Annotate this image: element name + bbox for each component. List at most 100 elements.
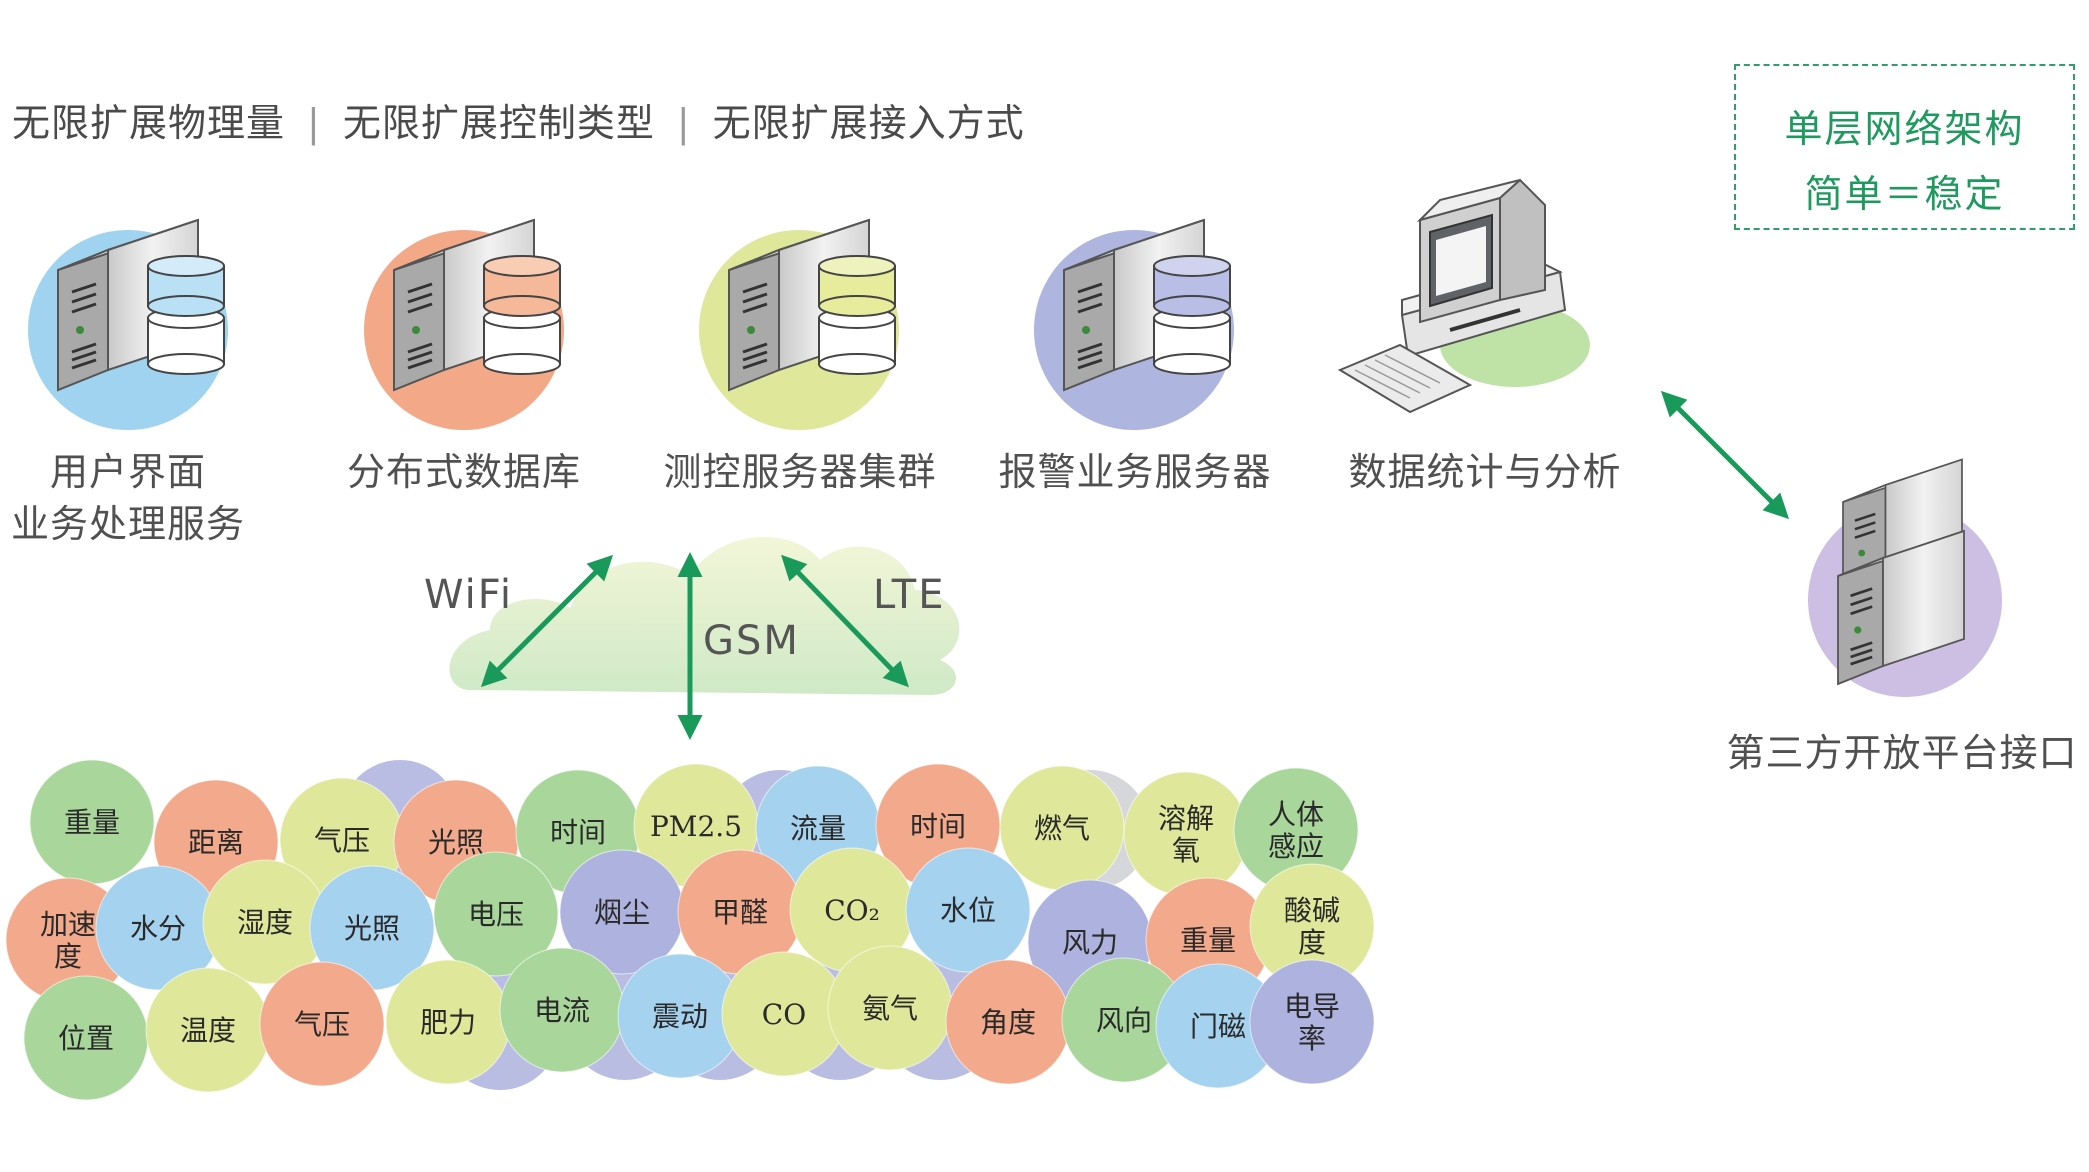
server-label-line-1: 测控服务器集群	[663, 450, 937, 494]
sensor-label: 度	[54, 940, 82, 973]
sensor-label: CO₂	[824, 894, 880, 927]
sensor-label: 溶解	[1158, 802, 1214, 835]
sensor-label: PM2.5	[650, 810, 742, 843]
sensor-label: 风向	[1096, 1004, 1152, 1037]
sensor-bubble: 肥力	[385, 959, 511, 1085]
sensor-label: 门磁	[1190, 1010, 1246, 1043]
sensor-bubble: 电流	[499, 947, 625, 1073]
sensor-bubble: 震动	[617, 953, 743, 1079]
tagline-separator: |	[307, 101, 321, 145]
computer-icon	[1337, 178, 1567, 414]
sensor-label: 气压	[314, 824, 370, 857]
sensor-bubble-circle	[1249, 959, 1375, 1085]
sensor-label: 光照	[344, 912, 400, 945]
sensor-label: 水位	[940, 894, 996, 927]
wifi-arrow	[480, 554, 614, 688]
sensor-bubble: 电压	[433, 851, 559, 977]
server-label-line-1: 分布式数据库	[346, 450, 581, 494]
server-node-alarm	[1034, 218, 1234, 430]
sensor-label: 流量	[790, 812, 846, 845]
sensor-label: 重量	[1180, 924, 1236, 957]
server-label-cluster: 测控服务器集群	[650, 446, 950, 498]
lte-arrow	[781, 554, 909, 688]
server-label-alarm: 报警业务服务器	[985, 446, 1285, 498]
sensor-label: 湿度	[237, 906, 293, 939]
sensor-bubble: 气压	[259, 961, 385, 1087]
sensor-bubble: 酸碱度	[1249, 863, 1375, 989]
sensor-label: 人体	[1268, 798, 1324, 831]
sensor-bubble: 水分	[95, 865, 221, 991]
sensor-bubble: 燃气	[999, 765, 1125, 891]
sensor-label: 酸碱	[1284, 894, 1340, 927]
gsm-label: GSM	[703, 618, 800, 664]
sensor-bubble: 甲醛	[677, 849, 803, 975]
server-label-database: 分布式数据库	[330, 446, 598, 498]
tagline-part-2: 无限扩展控制类型	[342, 101, 655, 145]
sensor-bubble: 湿度	[202, 859, 328, 985]
database-icon	[818, 255, 896, 375]
third-party-label-text: 第三方开放平台接口	[1726, 731, 2078, 775]
sensor-label: 时间	[910, 810, 966, 843]
sensor-label: 震动	[652, 1000, 708, 1033]
server-label-line-1: 用户界面	[49, 450, 206, 494]
sensor-label: 燃气	[1034, 812, 1090, 845]
architecture-line-1: 单层网络架构	[1784, 107, 2025, 151]
server-label-line-1: 数据统计与分析	[1348, 450, 1622, 494]
database-icon	[483, 255, 561, 375]
server-label-line-2: 业务处理服务	[10, 502, 245, 546]
sensor-label: 光照	[428, 826, 484, 859]
sensor-label: 电导	[1284, 990, 1340, 1023]
sensor-label: CO	[762, 998, 806, 1031]
server-label-line-1: 报警业务服务器	[998, 450, 1272, 494]
server-node-cluster	[699, 218, 899, 430]
sensor-label: 加速	[40, 908, 96, 941]
server-node-user-interface	[28, 218, 228, 430]
sensor-bubble: 重量	[29, 759, 155, 885]
sensor-bubble: 溶解氧	[1123, 771, 1249, 897]
sensor-label: 氧	[1172, 834, 1200, 867]
sensor-label: 甲醛	[712, 896, 768, 929]
sensor-label: 水分	[130, 912, 186, 945]
tagline: 无限扩展物理量|无限扩展控制类型|无限扩展接入方式	[12, 92, 1025, 147]
tagline-separator: |	[676, 101, 691, 145]
database-icon	[147, 255, 225, 375]
sensor-bubble-circle	[433, 851, 559, 977]
sensor-label: 感应	[1268, 830, 1324, 863]
sensor-bubble: 温度	[145, 967, 271, 1093]
sensor-bubble: 光照	[309, 865, 435, 991]
database-icon	[1153, 255, 1231, 375]
sensor-label: 度	[1298, 926, 1326, 959]
third-party-node	[1808, 458, 2002, 697]
tagline-part-3: 无限扩展接入方式	[712, 101, 1025, 145]
sensor-label: 电流	[534, 994, 590, 1027]
sensor-bubble: 水位	[905, 847, 1031, 973]
sensor-bubble: 位置	[23, 975, 149, 1101]
sensor-bubble-circle	[259, 961, 385, 1087]
sensor-bubble-circle	[905, 847, 1031, 973]
third-party-arrow	[1660, 390, 1790, 520]
sensor-bubble: 烟尘	[559, 849, 685, 975]
server-node-database	[364, 218, 564, 430]
wifi-label: WiFi	[424, 572, 513, 618]
sensor-label: 温度	[180, 1014, 236, 1047]
sensor-label: 率	[1298, 1022, 1326, 1055]
server-label-user-interface: 用户界面 业务处理服务	[0, 446, 256, 550]
sensor-label: 角度	[980, 1006, 1036, 1039]
sensor-label: 重量	[64, 806, 120, 839]
lte-label: LTE	[873, 572, 946, 618]
sensor-bubble: 角度	[945, 959, 1071, 1085]
sensor-label: 时间	[550, 816, 606, 849]
sensor-label: 位置	[58, 1022, 114, 1055]
server-label-statistics: 数据统计与分析	[1335, 446, 1635, 498]
architecture-line-2: 简单＝稳定	[1804, 172, 2005, 216]
workstation-node-statistics	[1337, 178, 1590, 414]
sensor-bubble: 风向	[1061, 957, 1187, 1083]
sensor-label: 风力	[1062, 926, 1118, 959]
architecture-box: 单层网络架构 简单＝稳定	[1734, 64, 2075, 230]
third-party-label: 第三方开放平台接口	[1715, 727, 2089, 779]
sensor-label: 氨气	[862, 992, 918, 1025]
sensor-bubble: CO	[721, 951, 847, 1077]
